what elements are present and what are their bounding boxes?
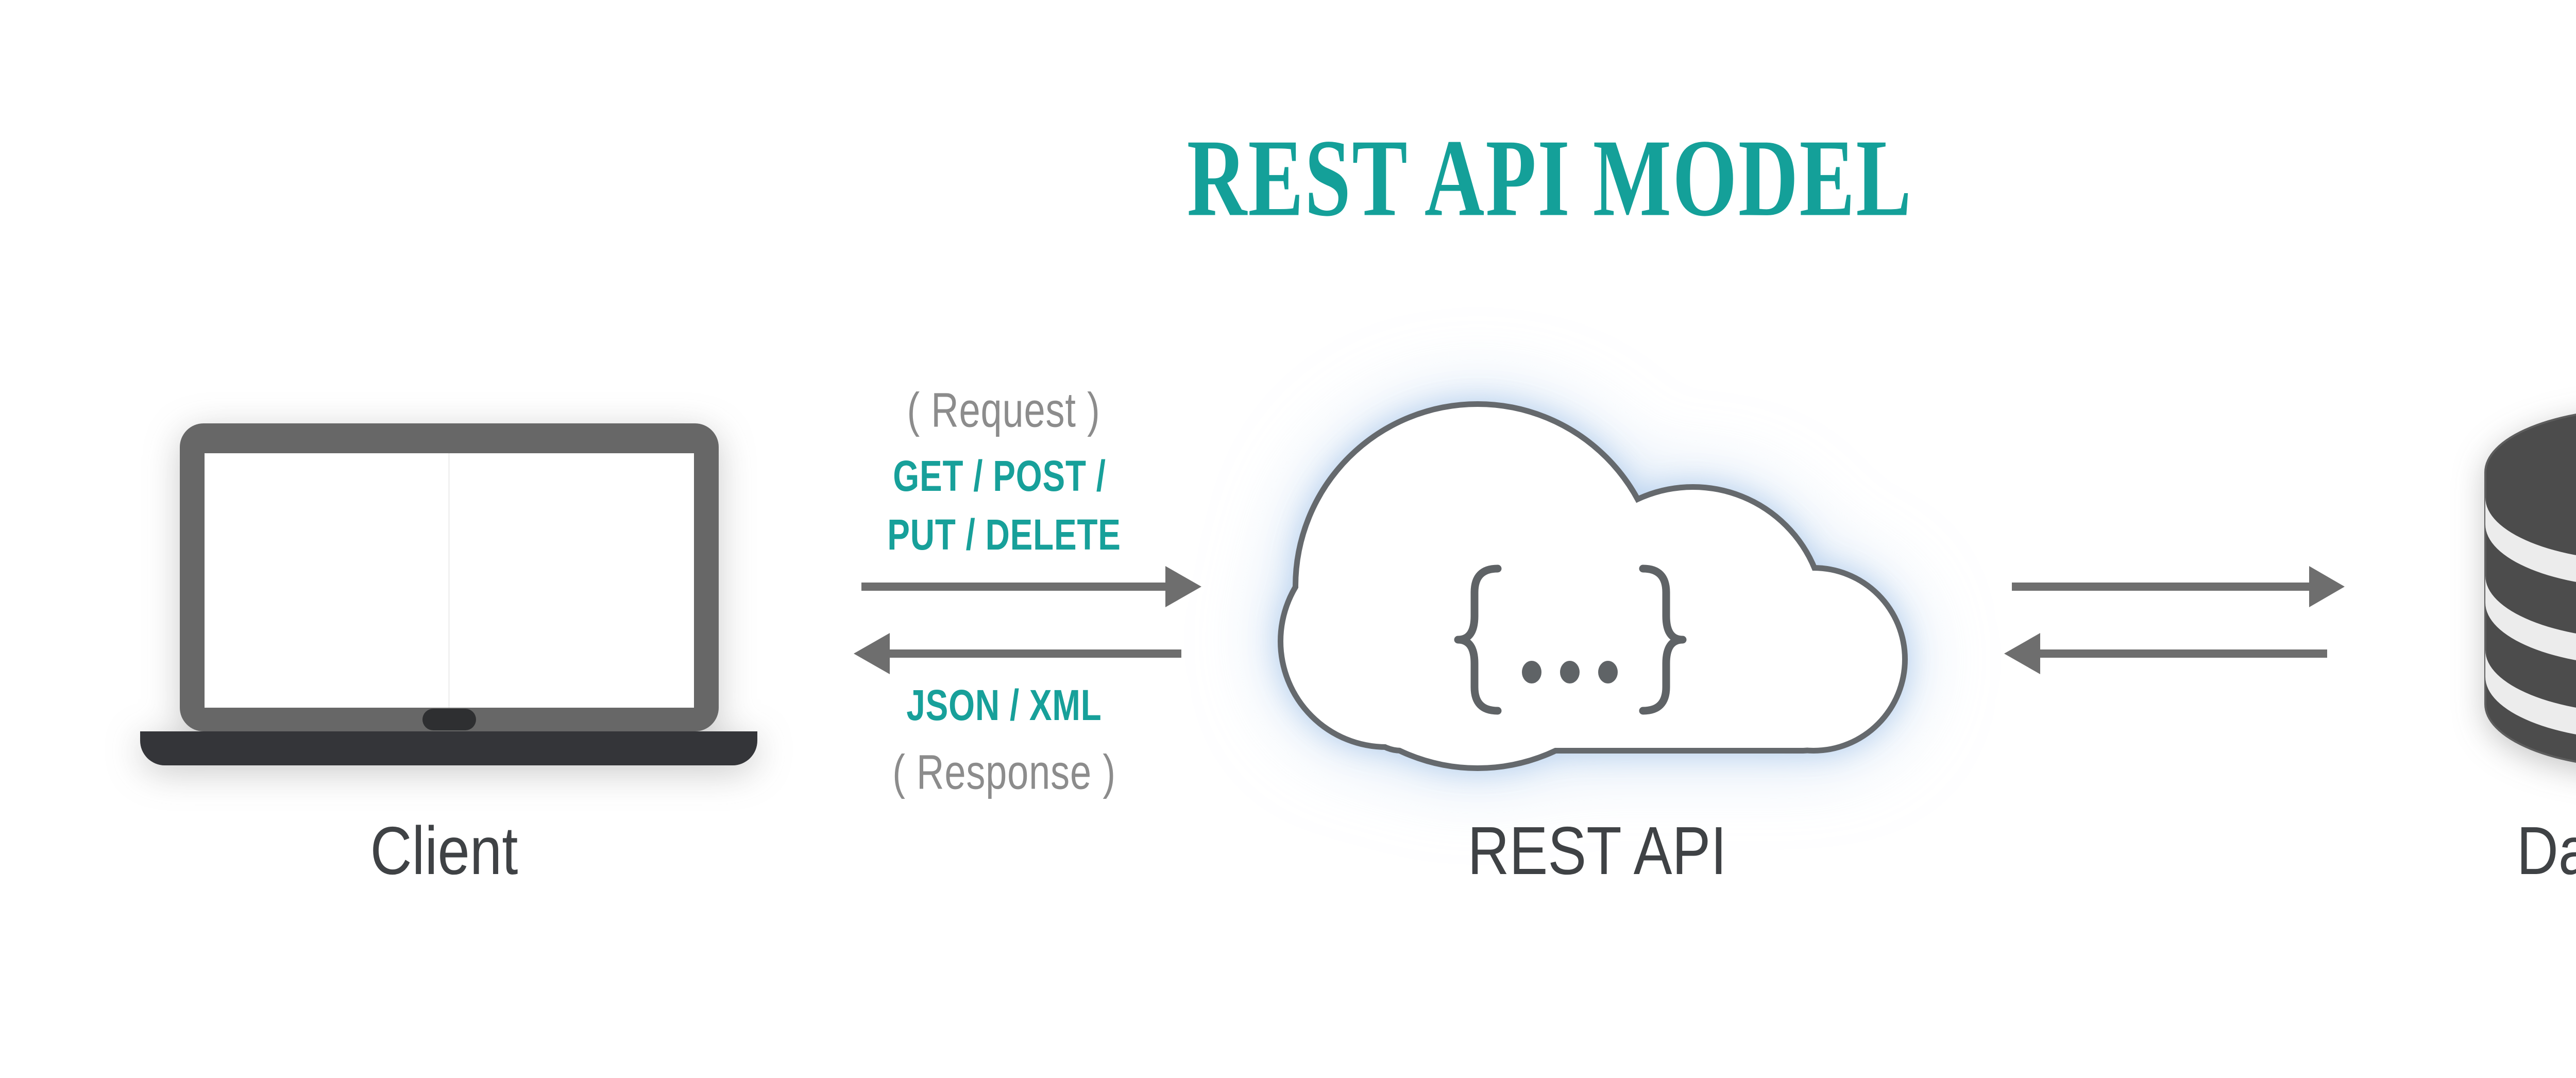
laptop-hinge-notch: [422, 709, 476, 730]
client-node-label: Client: [370, 813, 518, 888]
request-methods-line1: GET / POST /: [893, 452, 1106, 500]
database-icon: [2484, 414, 2576, 763]
ellipsis-dots-icon: [1522, 661, 1618, 683]
page-title: REST API MODEL: [1187, 116, 1913, 239]
request-methods-line2: PUT / DELETE: [887, 510, 1121, 559]
cloud-body: [1283, 407, 1902, 765]
database-node-label: Database: [2516, 813, 2576, 888]
response-formats: JSON / XML: [906, 681, 1102, 729]
client-laptop-icon: [140, 423, 757, 765]
rest-api-cloud-icon: [1278, 401, 1908, 771]
client-to-api-request-arrow-icon: [861, 566, 1201, 607]
request-caption: ( Request ): [907, 383, 1100, 438]
laptop-screen-seam: [448, 453, 450, 708]
api-to-client-response-arrow-icon: [854, 633, 1181, 674]
db-to-api-response-arrow-icon: [2004, 633, 2327, 674]
rest-api-node-label: REST API: [1467, 813, 1727, 888]
database-cylinder: [2484, 414, 2576, 763]
database-band-gaps: [2485, 498, 2576, 734]
code-braces-icon: [1454, 564, 1687, 715]
api-to-db-request-arrow-icon: [2012, 566, 2345, 607]
laptop-base: [140, 731, 757, 765]
response-caption: ( Response ): [892, 745, 1116, 800]
